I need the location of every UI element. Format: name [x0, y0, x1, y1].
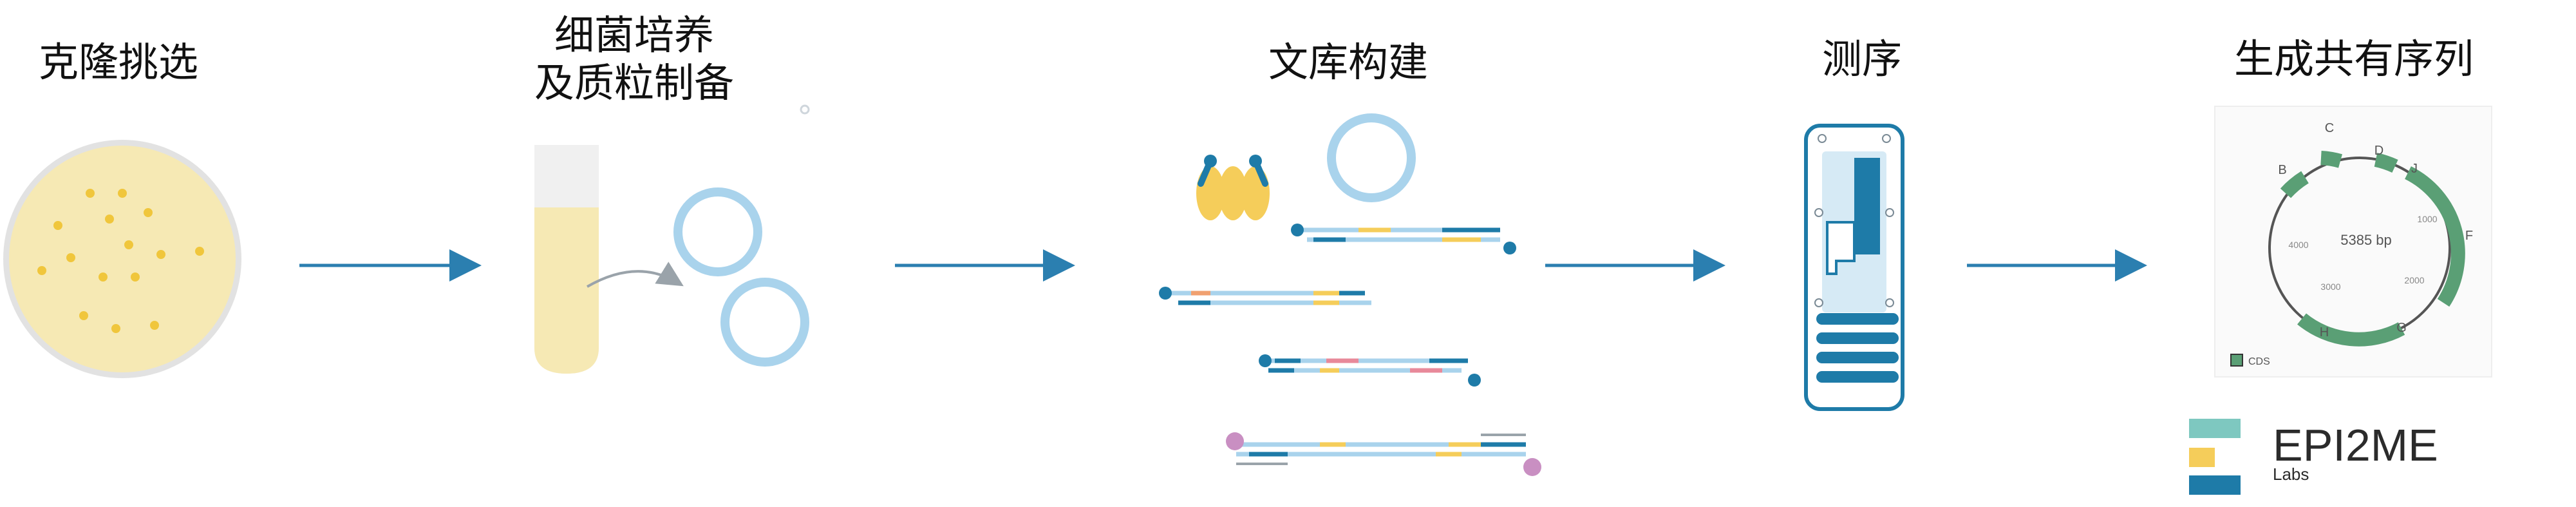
tick-label-3000: 3000 — [2320, 282, 2340, 292]
dna-fragment-icon — [1291, 224, 1516, 254]
culture-tube-icon — [534, 145, 599, 374]
plasmid-size-label: 5385 bp — [2340, 232, 2392, 248]
feature-label-c: C — [2325, 121, 2334, 135]
step-label-clone-picking: 克隆挑选 — [39, 39, 199, 86]
feature-label-b: B — [2278, 163, 2286, 177]
petri-dish-icon — [3, 140, 241, 378]
transfer-arrow — [587, 262, 684, 288]
epi2me-logo: EPI2ME Labs — [2189, 419, 2438, 495]
step-label-line1: 细菌培养 — [554, 12, 715, 59]
step-label-library-prep: 文库构建 — [1268, 39, 1429, 86]
step-label-consensus: 生成共有序列 — [2234, 35, 2474, 82]
legend-label-cds: CDS — [2248, 356, 2270, 367]
feature-label-j: J — [2411, 162, 2418, 176]
dna-fragment-icon — [1159, 287, 1371, 305]
feature-label-h: H — [2320, 325, 2329, 340]
brand-name: EPI2ME — [2273, 420, 2438, 470]
tick-label-4000: 4000 — [2288, 240, 2308, 250]
step-label-culture-plasmid-prep: 细菌培养 及质粒制备 — [534, 12, 734, 108]
feature-label-f: F — [2465, 229, 2473, 243]
transposome-icon — [1196, 155, 1270, 220]
flow-cell-icon — [1804, 124, 1904, 411]
dna-fragment-icon — [1259, 354, 1481, 387]
feature-label-g: G — [2396, 321, 2407, 335]
dna-fragment-icon — [1226, 432, 1541, 476]
plasmid-icon — [673, 187, 809, 367]
feature-label-d: D — [2374, 144, 2383, 158]
tick-label-2000: 2000 — [2404, 275, 2424, 285]
plasmid-icon-library — [1327, 113, 1416, 202]
plasmid-map: C B D J F G H 1000 2000 3000 4000 5385 b… — [2214, 106, 2492, 378]
brand-sub: Labs — [2273, 464, 2309, 484]
step-label-sequencing: 测序 — [1822, 35, 1903, 82]
step-label-line2: 及质粒制备 — [534, 59, 735, 107]
tick-label-1000: 1000 — [2417, 214, 2437, 224]
